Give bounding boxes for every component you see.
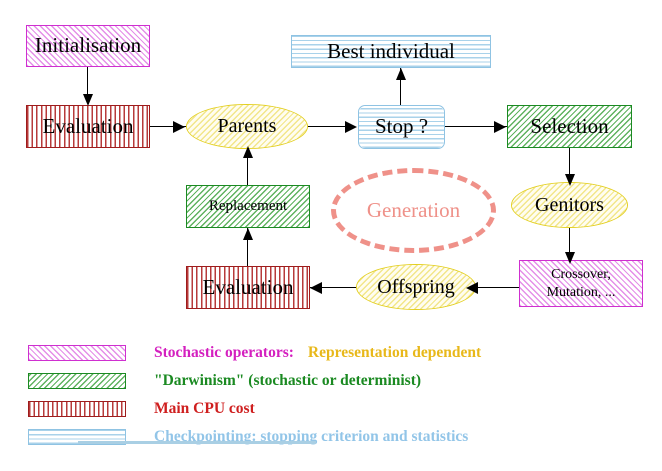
node-generation: Generation [331, 168, 496, 253]
edge-evaluation-to-replacement [247, 228, 249, 266]
legend-swatch-green-diagonal-hatch-icon [28, 373, 126, 389]
arrowhead-down-evaluation-top [82, 94, 93, 106]
bottom-divider [78, 441, 316, 444]
legend-text-darwinism: "Darwinism" (stochastic or determinist) [154, 372, 422, 389]
edge-offspring-to-evaluation [310, 287, 356, 289]
node-evaluation-top[interactable]: Evaluation [26, 105, 150, 148]
legend: Stochastic operators: Representation dep… [0, 336, 662, 456]
node-replacement[interactable]: Replacement [186, 185, 310, 228]
legend-row-checkpointing: Checkpointing: stopping criterion and st… [28, 426, 468, 448]
arrowhead-up-parents [242, 146, 253, 158]
arrowhead-right-selection [494, 120, 506, 133]
node-variation[interactable]: Crossover, Mutation, ... [519, 260, 643, 307]
arrowhead-up-best-individual [395, 68, 406, 80]
legend-row-stochastic: Stochastic operators: Representation dep… [28, 342, 481, 364]
edge-initialisation-to-evaluation [87, 66, 89, 99]
node-initialisation[interactable]: Initialisation [26, 25, 150, 67]
node-best-individual[interactable]: Best individual [291, 35, 491, 68]
node-stop[interactable]: Stop ? [358, 105, 445, 149]
node-offspring-label: Offspring [377, 275, 455, 298]
edge-stop-to-selection [445, 126, 507, 128]
node-parents-label: Parents [217, 115, 277, 138]
legend-text-stochastic-operators: Stochastic operators: [154, 344, 294, 361]
legend-swatch-magenta-diagonal-hatch-icon [28, 345, 126, 361]
node-selection[interactable]: Selection [507, 105, 632, 148]
node-initialisation-label: Initialisation [34, 33, 142, 58]
arrowhead-down-variation [564, 252, 575, 264]
edge-selection-to-genitors [569, 148, 571, 182]
node-variation-label-line1: Crossover, [551, 267, 611, 282]
node-variation-label-line2: Mutation, ... [546, 284, 616, 300]
edge-replacement-to-parents [247, 148, 249, 186]
node-parents[interactable]: Parents [186, 104, 308, 149]
edge-variation-to-offspring [466, 287, 519, 289]
node-replacement-label: Replacement [208, 197, 288, 214]
node-generation-label: Generation [366, 198, 461, 222]
legend-row-darwinism: "Darwinism" (stochastic or determinist) [28, 370, 421, 392]
node-genitors-label: Genitors [535, 193, 604, 216]
arrowhead-up-replacement [242, 228, 253, 240]
legend-swatch-red-vertical-hatch-icon [28, 401, 126, 417]
legend-row-cpu-cost: Main CPU cost [28, 398, 255, 420]
legend-text-checkpointing: Checkpointing: stopping criterion and st… [154, 428, 469, 445]
node-stop-label: Stop ? [374, 114, 429, 139]
edge-stop-to-best-individual [400, 68, 402, 106]
node-selection-label: Selection [530, 113, 609, 138]
node-evaluation-top-label: Evaluation [42, 113, 134, 138]
legend-text-representation-dependent: Representation dependent [307, 344, 482, 361]
arrowhead-down-genitors [564, 174, 575, 186]
edge-genitors-to-variation [569, 228, 571, 260]
node-evaluation-bottom-label: Evaluation [202, 274, 294, 299]
edge-parents-to-stop [308, 126, 350, 128]
arrowhead-right-parents [173, 120, 185, 133]
node-evaluation-bottom[interactable]: Evaluation [186, 266, 310, 309]
arrowhead-left-offspring [466, 281, 478, 294]
node-best-individual-label: Best individual [327, 38, 455, 63]
arrowhead-right-stop [345, 120, 357, 133]
node-offspring[interactable]: Offspring [356, 264, 476, 310]
node-genitors[interactable]: Genitors [511, 182, 628, 228]
edge-evaluation-to-parents [150, 126, 186, 128]
legend-text-main-cpu-cost: Main CPU cost [154, 400, 255, 417]
arrowhead-left-evaluation-bottom [310, 281, 322, 294]
